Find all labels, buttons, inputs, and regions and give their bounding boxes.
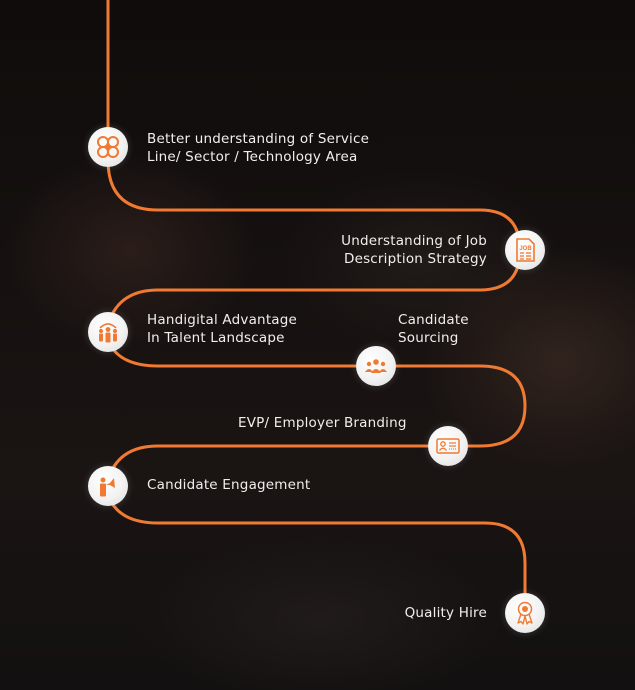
award-ribbon-icon <box>517 601 533 625</box>
gear-network-icon <box>97 136 119 158</box>
team-group-icon <box>99 323 117 343</box>
step-node-engagement[interactable] <box>88 466 128 506</box>
megaphone-person-icon <box>100 477 115 497</box>
step-label-service-line: Better understanding of Service Line/ Se… <box>147 131 370 165</box>
step-node-quality-hire[interactable] <box>505 593 545 633</box>
step-node-sourcing[interactable] <box>356 346 396 386</box>
people-icon <box>365 359 387 373</box>
step-label-job-description: Understanding of Job Description Strateg… <box>341 233 487 267</box>
id-card-icon <box>436 438 460 454</box>
step-node-service-line[interactable] <box>88 127 128 167</box>
step-node-handigital[interactable] <box>88 312 128 352</box>
step-label-quality-hire: Quality Hire <box>404 605 487 621</box>
svg-text:JOB: JOB <box>519 246 532 252</box>
step-node-evp[interactable] <box>428 426 468 466</box>
step-label-handigital: Handigital Advantage In Talent Landscape <box>147 312 298 346</box>
step-node-job-description[interactable]: JOB <box>505 230 545 270</box>
step-label-engagement: Candidate Engagement <box>147 477 311 493</box>
job-document-icon: JOB <box>516 238 535 262</box>
step-label-sourcing: Candidate Sourcing <box>398 312 469 346</box>
step-label-evp: EVP/ Employer Branding <box>238 415 407 431</box>
